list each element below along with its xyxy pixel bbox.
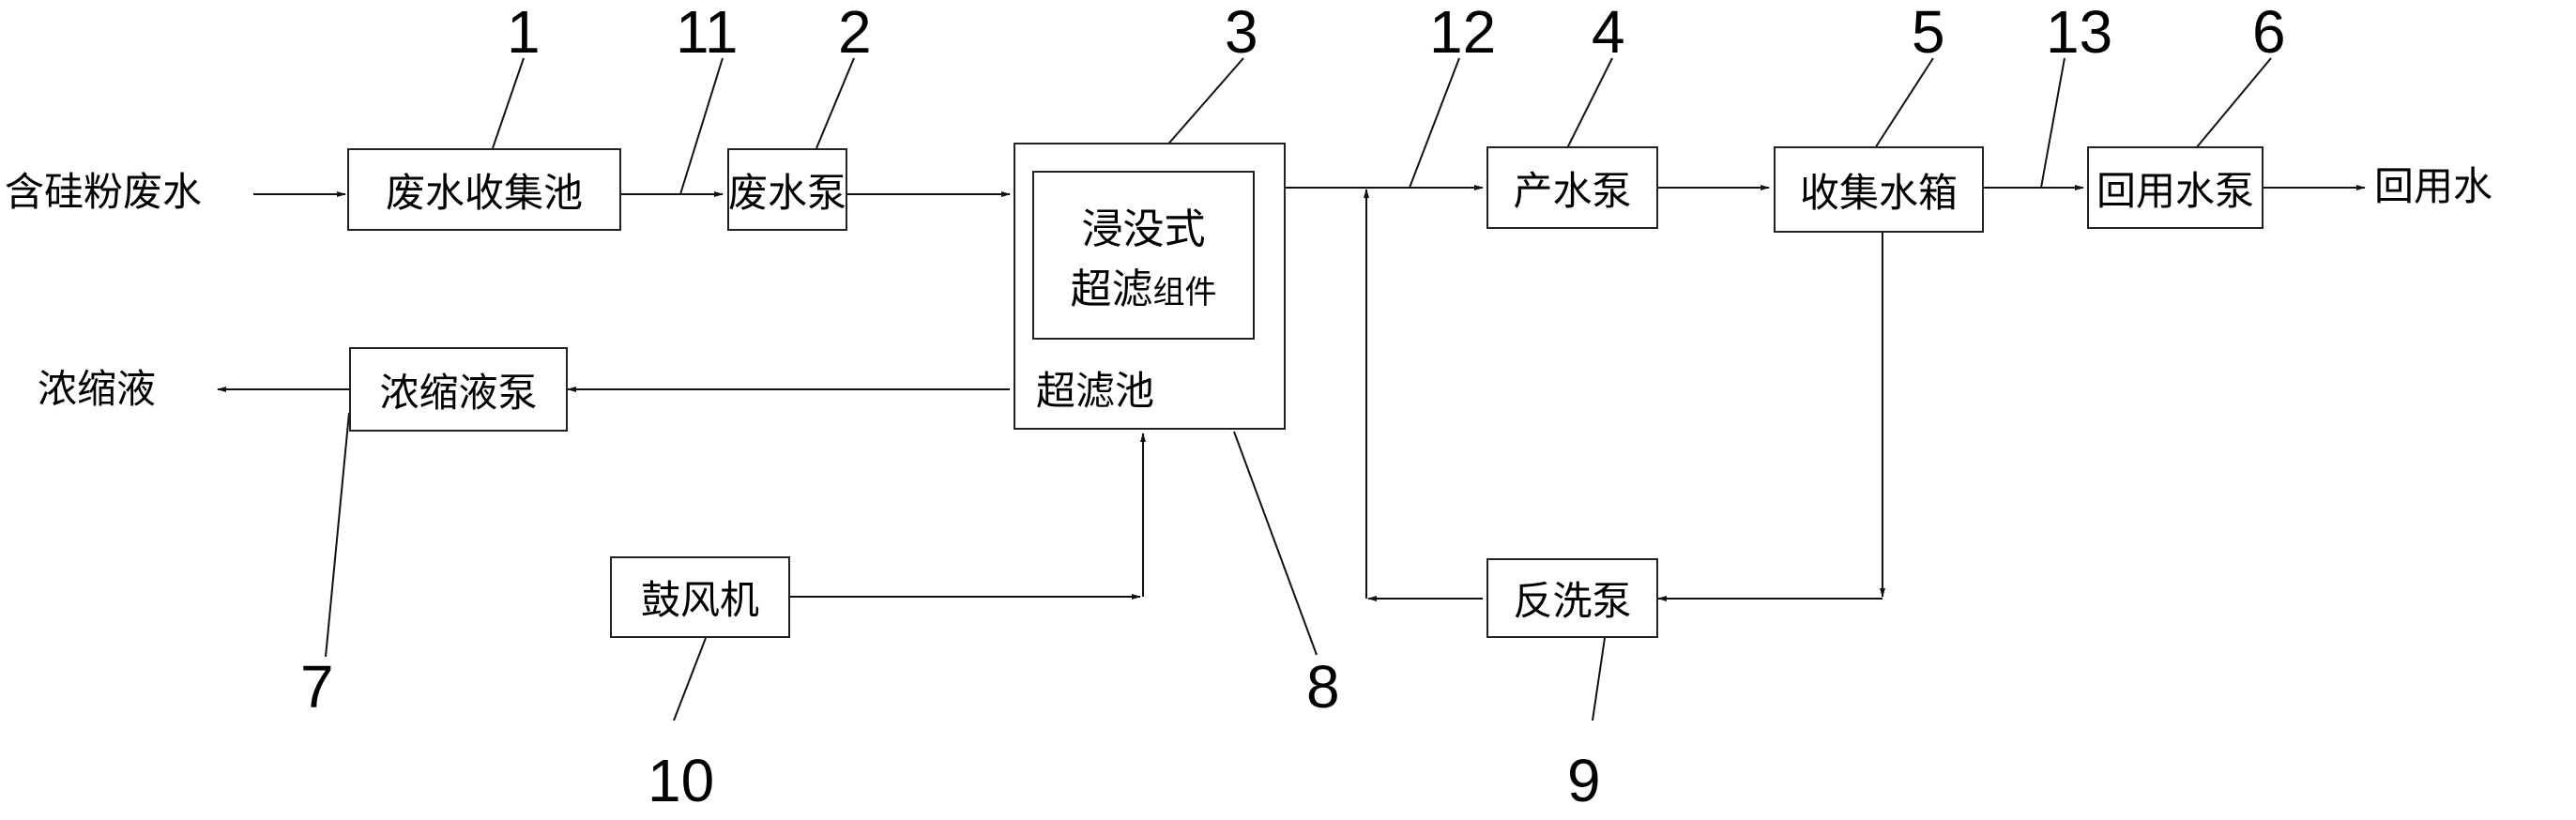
blower-box: 鼓风机 bbox=[610, 556, 790, 638]
uf-module-line2a: 超滤 bbox=[1070, 266, 1153, 313]
label-2: 2 bbox=[838, 0, 872, 66]
uf-module-line2b: 组件 bbox=[1152, 274, 1217, 311]
leader-8 bbox=[1233, 431, 1318, 656]
label-11: 11 bbox=[676, 0, 739, 66]
label-6: 6 bbox=[2252, 0, 2286, 66]
label-13: 13 bbox=[2046, 0, 2113, 66]
label-5: 5 bbox=[1912, 0, 1945, 66]
wastewater-pump-box: 废水泵 bbox=[727, 148, 847, 231]
label-10: 10 bbox=[648, 747, 715, 814]
leader-6 bbox=[2195, 57, 2272, 149]
feed-label: 含硅粉废水 bbox=[5, 169, 203, 215]
reuse-pump-box: 回用水泵 bbox=[2087, 146, 2264, 229]
product-pump-box: 产水泵 bbox=[1486, 146, 1658, 229]
leader-1 bbox=[492, 57, 525, 149]
label-7: 7 bbox=[300, 653, 334, 721]
label-12: 12 bbox=[1429, 0, 1497, 66]
collection-box-box: 收集水箱 bbox=[1774, 146, 1984, 233]
leader-11 bbox=[679, 57, 724, 195]
leader-2 bbox=[815, 57, 855, 149]
reuse-water-label: 回用水 bbox=[2374, 163, 2493, 209]
uf-module-line2: 超滤组件 bbox=[1071, 255, 1217, 315]
label-4: 4 bbox=[1592, 0, 1625, 66]
leader-5 bbox=[1874, 57, 1934, 149]
leader-12 bbox=[1409, 57, 1460, 189]
label-8: 8 bbox=[1306, 653, 1340, 721]
leader-13 bbox=[2040, 57, 2065, 189]
label-9: 9 bbox=[1567, 747, 1601, 814]
uf-module-box: 浸没式 超滤组件 bbox=[1032, 171, 1255, 340]
uf-module-line1: 浸没式 bbox=[1081, 205, 1206, 253]
label-1: 1 bbox=[507, 0, 541, 66]
leader-7 bbox=[325, 412, 350, 658]
label-3: 3 bbox=[1225, 0, 1258, 66]
concentrate-label: 浓缩液 bbox=[38, 366, 157, 412]
collection-tank-box: 废水收集池 bbox=[347, 148, 621, 231]
concentrate-pump-box: 浓缩液泵 bbox=[349, 347, 568, 432]
uf-tank-label: 超滤池 bbox=[1036, 368, 1155, 414]
leader-4 bbox=[1566, 57, 1613, 149]
backwash-pump-box: 反洗泵 bbox=[1486, 558, 1658, 638]
leader-9 bbox=[1592, 637, 1606, 721]
leader-10 bbox=[673, 637, 707, 721]
